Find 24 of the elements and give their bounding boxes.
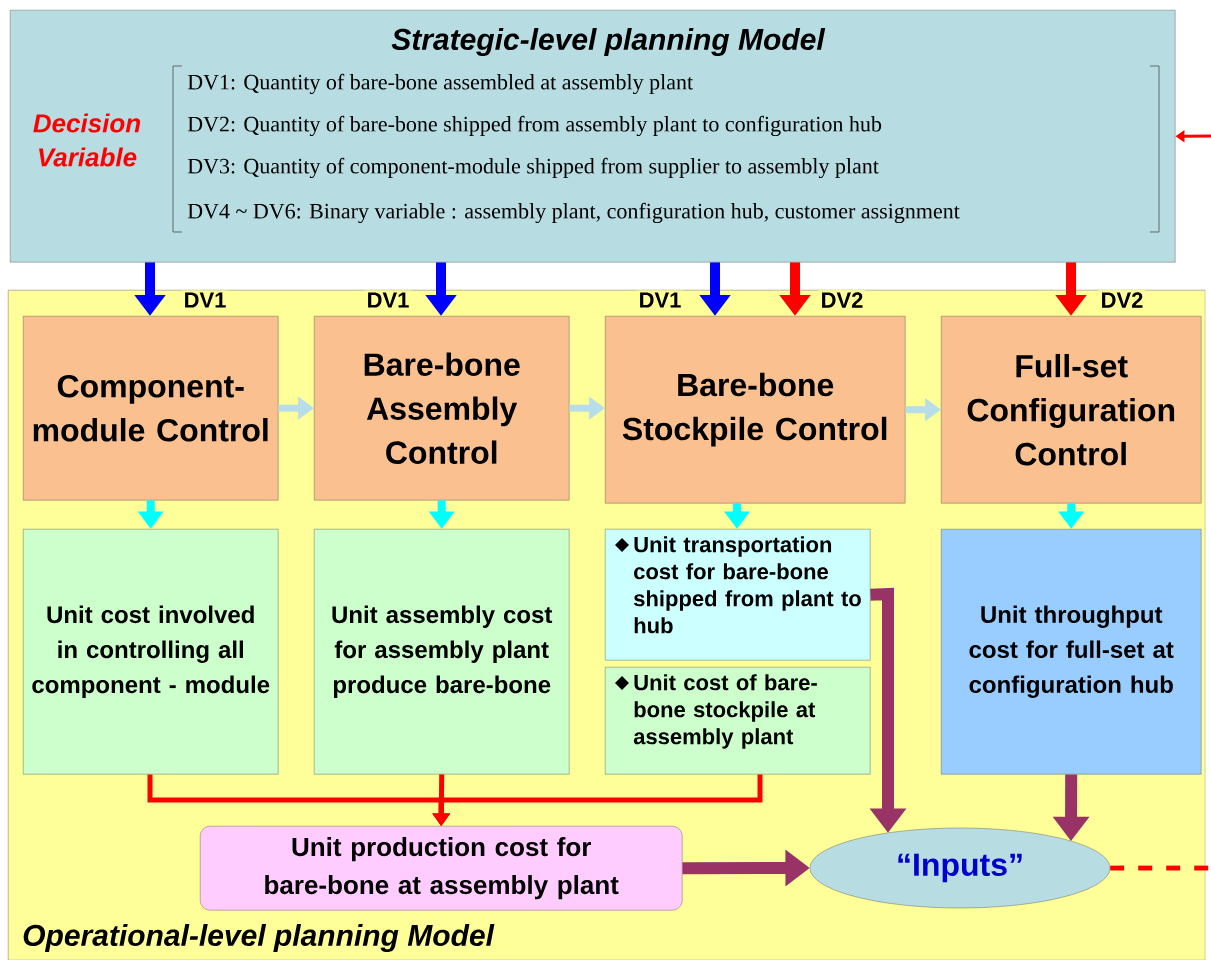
panel-title: Operational-level planning Model bbox=[23, 924, 495, 952]
edge-label: DV2 bbox=[818, 290, 866, 310]
process-box: Bare-bone Assembly Control bbox=[314, 316, 570, 501]
dashed-line bbox=[1110, 865, 1211, 871]
process-box: Bare-bone Stockpile Control bbox=[605, 316, 906, 504]
variable-definition: DV1: Quantity of bare-bone assembled at assembly plant bbox=[187, 73, 693, 95]
cost-box: Unit throughput cost for full-set at configuration hub bbox=[941, 529, 1202, 775]
edge-label: DV1 bbox=[181, 290, 229, 310]
variable-definition: DV4 ~ DV6: Binary variable : assembly plant, configuration hub, customer assignment bbox=[187, 202, 960, 224]
cost-box: Unit cost involved in controlling all component - module bbox=[23, 529, 279, 775]
cost-box: Unit transportation cost for bare-bone shipped from plant to hub bbox=[605, 529, 871, 661]
cost-box: Unit cost of bare-bone stockpile at assembly plant bbox=[605, 667, 871, 775]
variable-definition: DV2: Quantity of bare-bone shipped from assembly plant to configuration hub bbox=[187, 115, 882, 137]
process-box: Full-set Configuration Control bbox=[941, 316, 1202, 504]
side-label: Decision Variable bbox=[33, 113, 141, 167]
cost-box: Unit assembly cost for assembly plant produce bare-bone bbox=[314, 529, 570, 775]
rounded-box: Unit production cost for bare-bone at assembly plant bbox=[200, 826, 683, 911]
variable-definition: DV3: Quantity of component-module shipped from supplier to assembly plant bbox=[187, 157, 879, 179]
panel-title: Strategic-level planning Model bbox=[391, 28, 826, 56]
edge-label: DV2 bbox=[1098, 290, 1146, 310]
ellipse-node: “Inputs” bbox=[809, 827, 1111, 909]
edge-label: DV1 bbox=[636, 290, 684, 310]
edge-label: DV1 bbox=[364, 290, 412, 310]
process-box: Component-module Control bbox=[23, 316, 279, 501]
